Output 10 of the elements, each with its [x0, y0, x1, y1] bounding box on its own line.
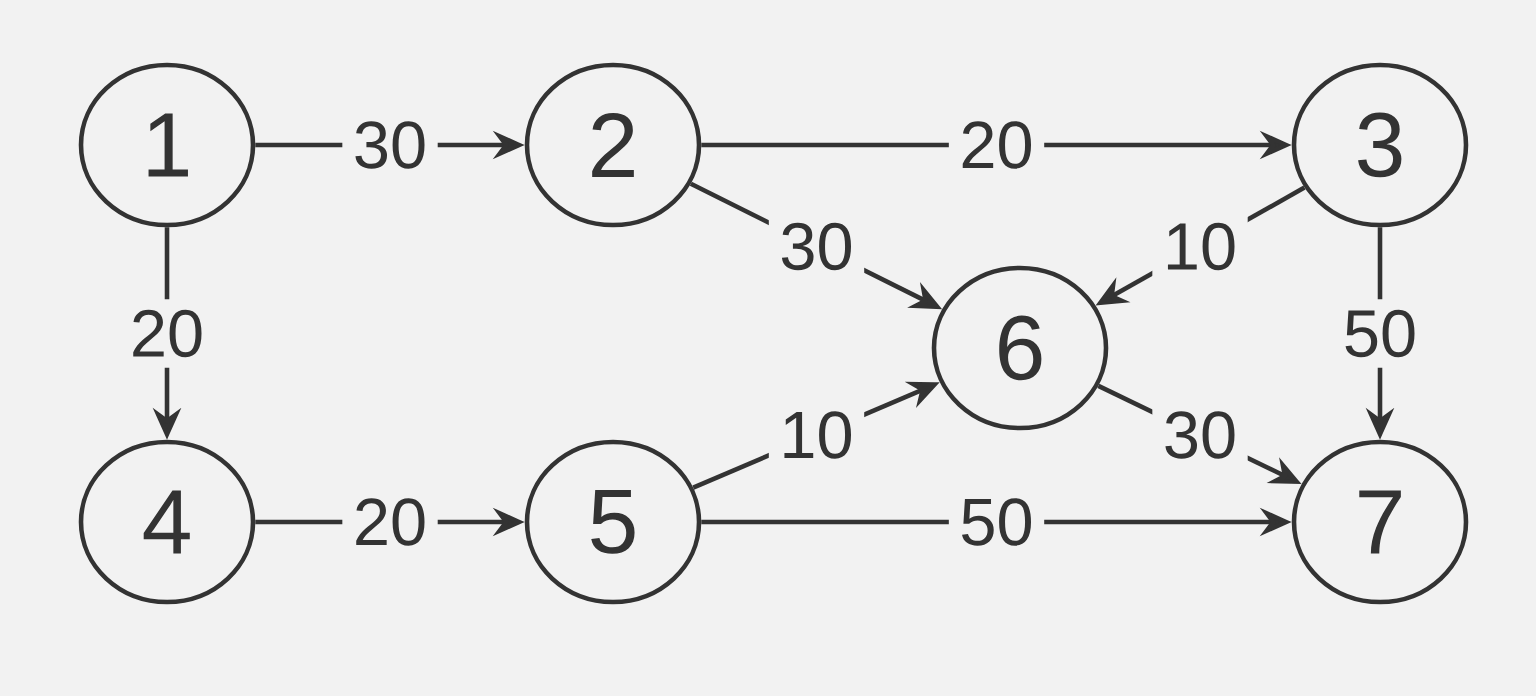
edge-label: 30	[342, 110, 438, 180]
edge-label: 30	[1152, 400, 1248, 470]
edge-label: 10	[768, 400, 865, 470]
edge-label: 20	[948, 110, 1045, 180]
edge-label: 20	[342, 487, 438, 557]
edge-label: 50	[1332, 299, 1428, 368]
edge-label: 10	[1152, 212, 1248, 281]
edge-label: 50	[948, 487, 1045, 557]
edge-label: 30	[768, 212, 865, 281]
edge-label: 20	[119, 299, 215, 368]
